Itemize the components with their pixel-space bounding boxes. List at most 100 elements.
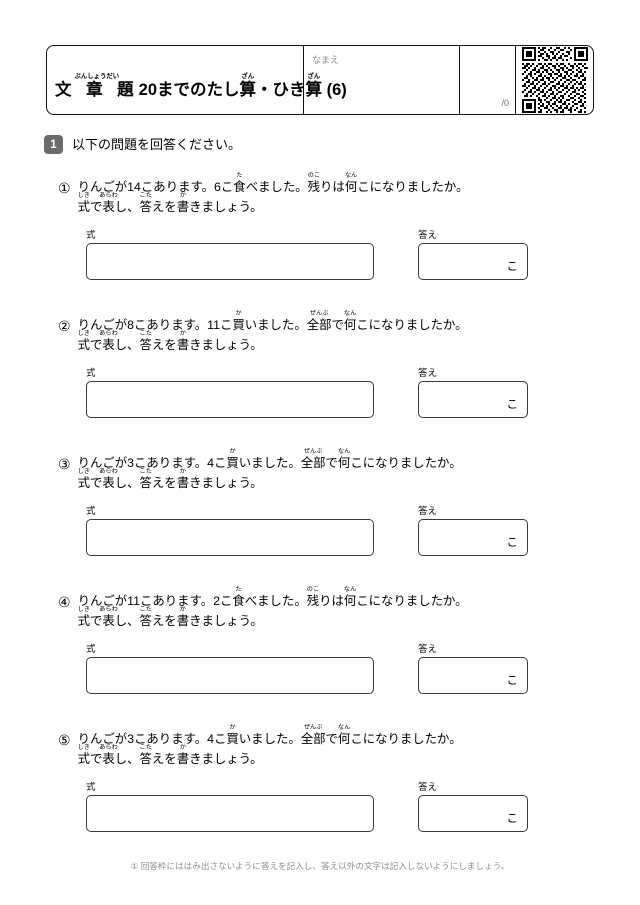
ruby-group: た食 <box>232 587 245 608</box>
answer-input-box[interactable]: こ <box>418 381 528 418</box>
kanji: 何 <box>337 456 351 470</box>
formula-input-box[interactable] <box>86 381 374 418</box>
title-suffix: (6) <box>322 80 347 99</box>
furigana: なん <box>344 172 358 180</box>
ruby-group: こた答 <box>140 607 152 628</box>
answer-field-label: 答え <box>418 368 438 379</box>
kanji: 食 <box>232 594 245 608</box>
ruby-group: あらわ表 <box>99 331 118 352</box>
ruby-group: のこ残 <box>307 587 319 608</box>
text-run: し、 <box>114 338 140 352</box>
ruby-group: あらわ表 <box>99 193 118 214</box>
title-furigana-san1: ざん <box>241 73 255 81</box>
ruby-group: なん何 <box>344 311 356 332</box>
text-run: べました。 <box>245 180 308 194</box>
ruby-group: なん何 <box>338 725 350 746</box>
formula-field: 式 <box>86 782 374 832</box>
question-text-line2: しき式であらわ表し、こた答えをか書きましょう。 <box>77 331 598 355</box>
text-run: し、 <box>114 614 140 628</box>
kanji: 書 <box>176 200 190 214</box>
question-body: りんごが3こあります。4こか買いました。ぜんぶ全部でなん何こになりましたか。しき… <box>77 725 598 769</box>
question-number: ⑤ <box>58 732 71 748</box>
answer-input-box[interactable]: こ <box>418 519 528 556</box>
furigana: のこ <box>307 172 321 180</box>
answer-unit-label: こ <box>506 260 519 273</box>
kanji: 表 <box>102 752 115 766</box>
text-run: りんごが3こあります。4こ <box>77 732 227 746</box>
formula-input-box[interactable] <box>86 657 374 694</box>
furigana: か <box>235 310 242 318</box>
formula-input-box[interactable] <box>86 795 374 832</box>
formula-field: 式 <box>86 644 374 694</box>
kanji: 何 <box>343 594 357 608</box>
ruby-group: か買 <box>232 311 244 332</box>
kanji: 残 <box>307 180 321 194</box>
answer-field: 答えこ <box>418 506 528 556</box>
kanji: 式 <box>77 338 90 352</box>
formula-input-box[interactable] <box>86 243 374 280</box>
ruby-group: か買 <box>226 725 238 746</box>
name-field[interactable]: なまえ <box>303 46 459 114</box>
answer-area: 式答えこ <box>86 230 536 288</box>
furigana: こた <box>139 606 152 614</box>
kanji: 書 <box>176 614 190 628</box>
ruby-group: ぜんぶ全部 <box>301 725 326 746</box>
answer-input-box[interactable]: こ <box>418 795 528 832</box>
furigana: なん <box>343 586 357 594</box>
furigana: た <box>235 586 242 594</box>
answer-area: 式答えこ <box>86 506 536 564</box>
formula-field: 式 <box>86 230 374 280</box>
question-body: りんごが14こあります。6こた食べました。のこ残りはなん何こになりましたか。しき… <box>77 173 598 217</box>
kanji: 表 <box>102 200 115 214</box>
text-run: いました。 <box>238 732 301 746</box>
answer-field-label: 答え <box>418 644 438 655</box>
answer-area: 式 答えこ <box>86 782 536 840</box>
text-run: で <box>325 732 338 746</box>
answer-input-box[interactable]: こ <box>418 243 528 280</box>
formula-input-box[interactable] <box>86 519 374 556</box>
title-ruby-san2: ざん算 <box>306 73 323 99</box>
ruby-group: しき式 <box>77 331 90 352</box>
question-text-line2: しき式であらわ表し、こた答えをか書きましょう。 <box>78 469 598 493</box>
text-run: えを <box>151 338 177 352</box>
ruby-group: しき式 <box>78 745 90 766</box>
furigana: か <box>229 724 236 732</box>
ruby-group: か書 <box>177 745 189 766</box>
answer-field-label: 答え <box>418 782 438 793</box>
kanji: 何 <box>344 180 358 194</box>
ruby-group: こた答 <box>140 331 152 352</box>
ruby-group: なん何 <box>343 587 357 608</box>
answer-input-box[interactable]: こ <box>418 657 528 694</box>
furigana: あらわ <box>99 468 118 476</box>
furigana: あらわ <box>99 192 118 200</box>
ruby-group: か買 <box>226 449 238 470</box>
instruction-row: 1 以下の問題を回答ください。 <box>44 135 241 154</box>
formula-field-label: 式 <box>86 368 96 379</box>
answer-field: 答えこ <box>418 368 528 418</box>
text-run: きましょう。 <box>189 338 263 352</box>
furigana: か <box>229 448 236 456</box>
text-run: で <box>89 338 103 352</box>
title-middle: ・ひき <box>256 80 306 99</box>
ruby-group: あらわ表 <box>99 469 118 490</box>
instruction-text: 以下の問題を回答ください。 <box>72 137 242 152</box>
text-run: こになりましたか。 <box>350 732 462 746</box>
furigana: なん <box>337 724 351 732</box>
answer-unit-label: こ <box>506 536 519 549</box>
title-furigana-san2: ざん <box>307 73 321 81</box>
score-field[interactable]: /0 <box>459 46 515 114</box>
question-text-line1: りんごが8こあります。11こか買いました。ぜんぶ全部でなん何こになりましたか。 <box>78 311 598 335</box>
footer-note: ① 回答枠にははみ出さないように答えを記入し、答え以外の文字は記入しないようにし… <box>130 861 510 871</box>
text-run: きましょう。 <box>189 752 263 766</box>
formula-field-label: 式 <box>86 230 96 241</box>
page-title-text: ぶんしょうだい 文 章 題 20までのたしざん算・ひきざん算 (6) <box>55 73 347 99</box>
furigana: しき <box>77 192 90 200</box>
text-run: で <box>89 752 103 766</box>
